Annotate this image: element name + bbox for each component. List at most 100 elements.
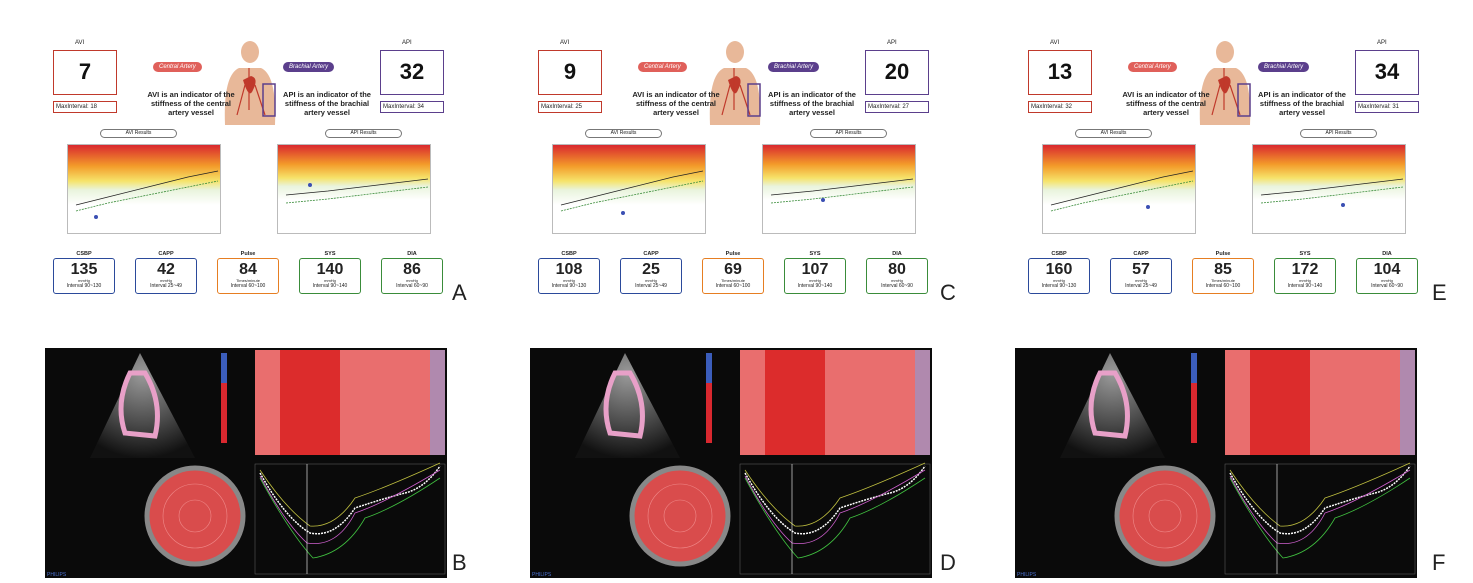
brachial-artery-label: Brachial Artery (768, 62, 820, 72)
api-max-interval: MaxInterval: 27 (865, 101, 929, 113)
metric-unit: Times/minute (1211, 278, 1235, 283)
panel-label-c: C (940, 280, 956, 305)
api-results-label: API Results (350, 130, 377, 136)
metric-csbp: CSBP 108 mmHg Interval 90~130 (538, 251, 600, 294)
metric-value: 160 (1045, 261, 1073, 278)
metric-value: 42 (157, 261, 175, 278)
api-max-text: MaxInterval: 27 (868, 104, 910, 110)
metric-name: DIA (892, 251, 902, 257)
avi-max-interval: MaxInterval: 18 (53, 101, 117, 113)
metric-unit: mmHg (645, 278, 657, 283)
avi-results-button[interactable]: AVI Results (100, 129, 177, 138)
metric-unit: mmHg (891, 278, 903, 283)
avi-description: AVI is an indicator of the stiffness of … (1122, 90, 1210, 117)
api-plot (277, 144, 431, 234)
api-plot (1252, 144, 1406, 234)
avi-max-interval: MaxInterval: 25 (538, 101, 602, 113)
api-results-label: API Results (1325, 130, 1352, 136)
metric-unit: mmHg (1381, 278, 1393, 283)
api-description: API is an indicator of the stiffness of … (283, 90, 371, 117)
metric-name: SYS (324, 251, 336, 257)
svg-text:PHILIPS: PHILIPS (47, 572, 67, 578)
echo-panel-f: PHILIPS (1015, 348, 1417, 578)
central-artery-label: Central Artery (153, 62, 202, 72)
avi-plot (552, 144, 706, 234)
metric-interval: Interval 25~49 (1125, 283, 1157, 289)
metric-dia: DIA 104 mmHg Interval 60~90 (1356, 251, 1418, 294)
report-panel-e: AVI 13 MaxInterval: 32 Central Artery Br… (1020, 40, 1420, 300)
body-figure-icon (709, 41, 761, 125)
metric-dia: DIA 80 mmHg Interval 60~90 (866, 251, 928, 294)
metric-value: 135 (70, 261, 98, 278)
report-panel-a: AVI 7 MaxInterval: 18 Central Artery Bra… (45, 40, 445, 300)
panel-label-d: D (940, 550, 956, 575)
metric-name: SYS (809, 251, 821, 257)
metric-name: DIA (407, 251, 417, 257)
metric-value: 104 (1373, 261, 1401, 278)
metric-interval: Interval 60~90 (881, 283, 913, 289)
avi-title: AVI (560, 40, 570, 46)
avi-plot-graphic (1043, 145, 1195, 212)
metric-unit: Times/minute (721, 278, 745, 283)
metric-interval: Interval 60~100 (1205, 283, 1241, 289)
echo-graphic: PHILIPS (1017, 350, 1416, 578)
metric-pulse: Pulse 69 Times/minute Interval 60~100 (702, 251, 764, 294)
metric-name: Pulse (240, 251, 256, 257)
metric-unit: mmHg (406, 278, 418, 283)
metric-pulse: Pulse 85 Times/minute Interval 60~100 (1192, 251, 1254, 294)
api-plot (762, 144, 916, 234)
avi-value: 7 (78, 59, 92, 84)
api-results-button[interactable]: API Results (1300, 129, 1377, 138)
api-title: API (887, 40, 897, 46)
metric-interval: Interval 90~140 (1287, 283, 1323, 289)
brachial-artery-label: Brachial Artery (283, 62, 335, 72)
metric-name: CAPP (1133, 251, 1149, 257)
metric-unit: mmHg (1053, 278, 1065, 283)
metric-sys: SYS 107 mmHg Interval 90~140 (784, 251, 846, 294)
metric-capp: CAPP 57 mmHg Interval 25~49 (1110, 251, 1172, 294)
avi-results-button[interactable]: AVI Results (585, 129, 662, 138)
metric-value: 86 (403, 261, 421, 278)
panel-label-a: A (452, 280, 467, 305)
metric-value: 80 (888, 261, 906, 278)
metric-interval: Interval 60~90 (1371, 283, 1403, 289)
avi-max-text: MaxInterval: 25 (541, 104, 583, 110)
metric-interval: Interval 90~130 (66, 283, 102, 289)
metric-csbp: CSBP 160 mmHg Interval 90~130 (1028, 251, 1090, 294)
avi-results-button[interactable]: AVI Results (1075, 129, 1152, 138)
metric-unit: mmHg (1135, 278, 1147, 283)
metric-sys: SYS 172 mmHg Interval 90~140 (1274, 251, 1336, 294)
metric-interval: Interval 60~100 (715, 283, 751, 289)
api-results-button[interactable]: API Results (325, 129, 402, 138)
metric-value: 25 (642, 261, 660, 278)
api-description: API is an indicator of the stiffness of … (768, 90, 856, 117)
avi-results-label: AVI Results (125, 130, 152, 136)
avi-description: AVI is an indicator of the stiffness of … (632, 90, 720, 117)
central-artery-label: Central Artery (638, 62, 687, 72)
metric-interval: Interval 60~100 (230, 283, 266, 289)
metric-value: 85 (1214, 261, 1232, 278)
brachial-artery-label: Brachial Artery (1258, 62, 1310, 72)
metric-interval: Interval 90~140 (797, 283, 833, 289)
echo-graphic: PHILIPS (47, 350, 446, 578)
api-box: 20 (865, 50, 929, 95)
api-results-button[interactable]: API Results (810, 129, 887, 138)
avi-plot (67, 144, 221, 234)
metric-pulse: Pulse 84 Times/minute Interval 60~100 (217, 251, 279, 294)
avi-max-text: MaxInterval: 32 (1031, 104, 1073, 110)
metric-name: CSBP (561, 251, 577, 257)
avi-plot-graphic (68, 145, 220, 219)
metric-value: 107 (801, 261, 829, 278)
metric-name: DIA (1382, 251, 1392, 257)
report-panel-c: AVI 9 MaxInterval: 25 Central Artery Bra… (530, 40, 930, 300)
metric-value: 69 (724, 261, 742, 278)
api-plot-graphic (278, 145, 430, 204)
api-plot-graphic (1253, 145, 1405, 207)
metric-value: 57 (1132, 261, 1150, 278)
api-title: API (1377, 40, 1387, 46)
metric-unit: Times/minute (236, 278, 260, 283)
api-max-text: MaxInterval: 34 (383, 104, 425, 110)
metric-value: 172 (1291, 261, 1319, 278)
metric-unit: mmHg (78, 278, 90, 283)
metric-interval: Interval 90~130 (551, 283, 587, 289)
